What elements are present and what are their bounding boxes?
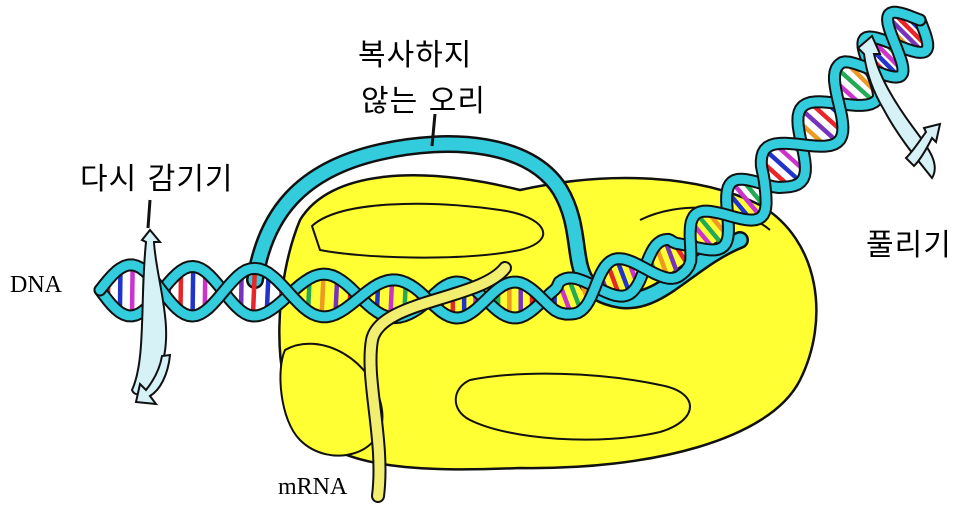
label-rewinding: 다시 감기기 — [80, 154, 234, 198]
label-dna: DNA — [10, 272, 62, 299]
label-unwinding: 풀리기 — [866, 220, 952, 264]
base-pair — [132, 265, 133, 316]
base-pair — [193, 266, 194, 316]
base-pair — [253, 268, 255, 316]
label-not-copying-line1: 복사하지 — [358, 30, 472, 74]
label-not-copying-line2: 않는 오리 — [361, 76, 486, 120]
label-mrna: mRNA — [278, 474, 347, 501]
